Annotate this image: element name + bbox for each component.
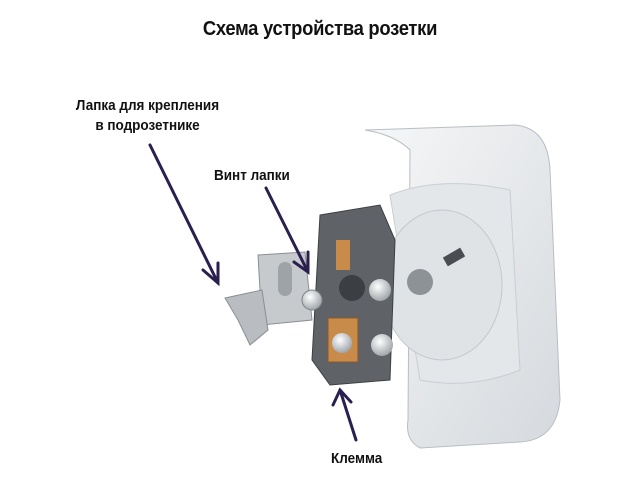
diagram-title: Схема устройства розетки <box>202 18 438 40</box>
label-tab-screw: Винт лапки <box>214 167 290 184</box>
label-terminal: Клемма <box>331 450 383 467</box>
arrow-mounting-tab <box>148 143 220 287</box>
socket-housing <box>311 204 396 386</box>
arrow-terminal <box>331 387 358 442</box>
label-mounting-tab-line1: Лапка для крепления <box>75 97 220 114</box>
arrows <box>148 143 358 442</box>
mounting-tab <box>224 251 323 346</box>
socket-cover <box>364 124 561 449</box>
label-mounting-tab: Лапка для крепления в подрозетнике <box>62 96 233 136</box>
label-mounting-tab-line2: в подрозетнике <box>95 117 200 134</box>
arrow-tab-screw <box>264 186 310 275</box>
